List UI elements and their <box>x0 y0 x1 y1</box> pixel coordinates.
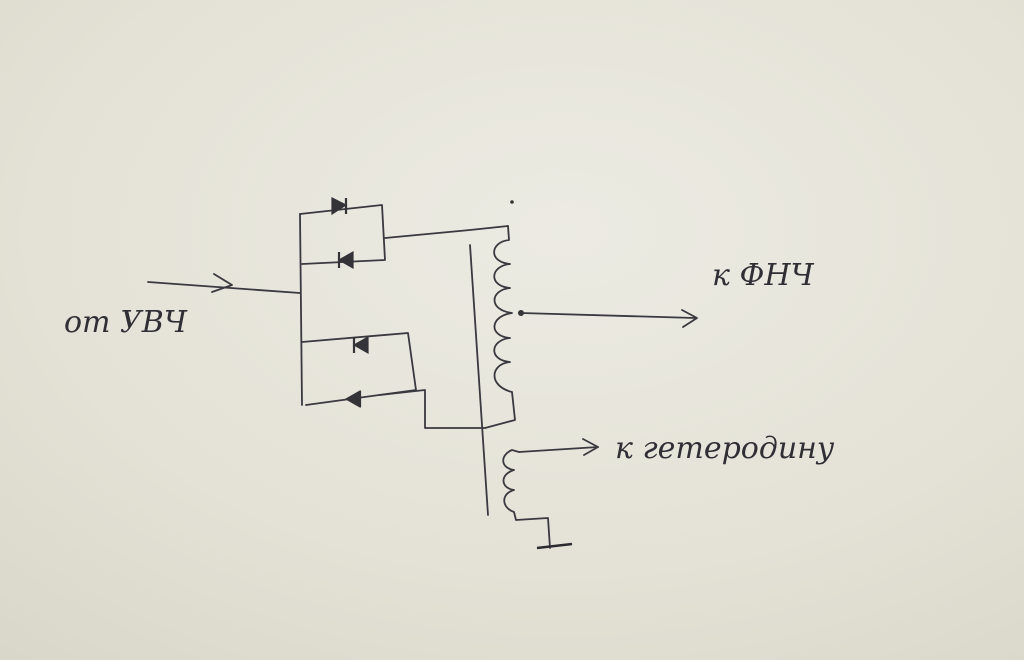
output-arrow-lowpass <box>518 309 698 328</box>
input-label: от УВЧ <box>64 305 188 340</box>
primary-winding <box>484 200 516 429</box>
oscillator-label: к гетеродину <box>615 431 835 466</box>
lowpass-filter-label: к ФНЧ <box>712 258 815 293</box>
diode-1 <box>331 197 348 216</box>
diode-2 <box>337 250 354 270</box>
transformer-core <box>469 244 489 516</box>
secondary-winding <box>502 449 573 550</box>
diode-4 <box>344 389 362 409</box>
input-arrow <box>147 273 301 294</box>
left-bus-wire <box>299 213 303 406</box>
output-arrow-oscillator <box>518 438 599 456</box>
diode-3 <box>352 335 369 355</box>
